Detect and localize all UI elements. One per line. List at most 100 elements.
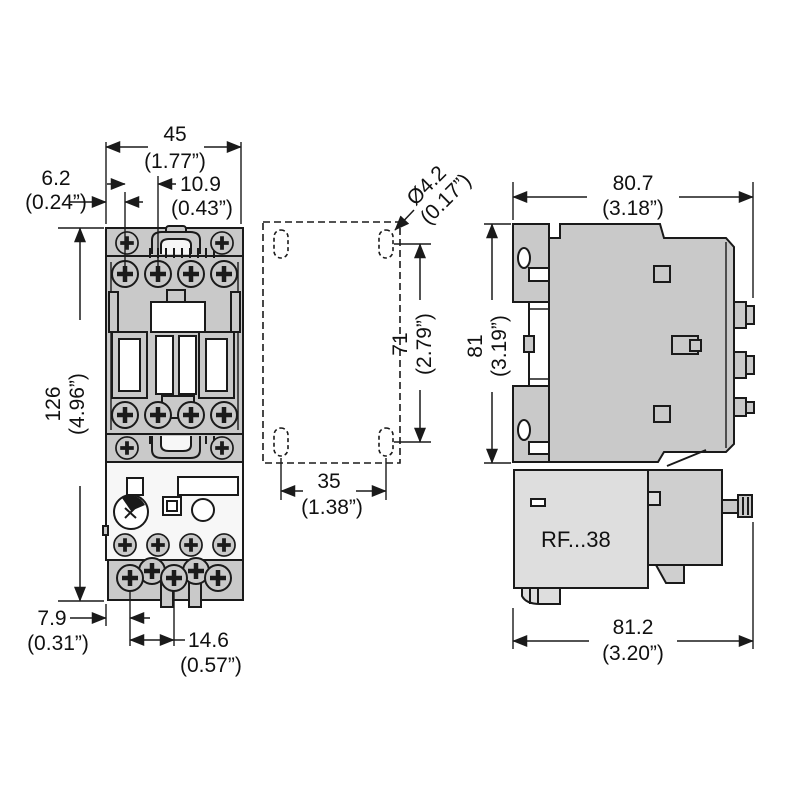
dim-bottom-pitch-inch: (0.57”)	[180, 654, 242, 677]
dim-top-width-807: 80.7 (3.18”)	[512, 172, 754, 298]
nub	[733, 301, 747, 329]
nub	[721, 499, 739, 514]
nub-tip	[745, 355, 755, 375]
phillips-screw-icon	[209, 230, 235, 256]
dim-hole-diameter-42: Ø4.2 (0.17”)	[394, 162, 476, 231]
dim-horizontal-pitch-inch: (1.38”)	[301, 496, 363, 519]
dim-bottom-width-inch: (3.20”)	[602, 642, 664, 665]
dim-terminal-pitch-inch: (0.43”)	[171, 197, 233, 220]
dim-bottom-width-mm: 81.2	[613, 616, 654, 639]
relay-right-nub	[721, 494, 753, 518]
test-button-inner	[166, 500, 178, 512]
phillips-screw-icon	[178, 532, 204, 558]
phillips-screw-icon	[112, 532, 138, 558]
mounting-pattern: Ø4.2 (0.17”) 71 (2.79”) 35 (1.38”)	[262, 162, 476, 519]
dim-total-height-inch: (4.96”)	[66, 373, 89, 435]
mounting-slot	[273, 427, 289, 457]
dial-cross	[124, 506, 137, 519]
dim-top-width-mm: 80.7	[613, 172, 654, 195]
dim-left-offset-62: 6.2 (0.24”)	[25, 167, 143, 274]
phillips-screw-icon	[114, 230, 140, 256]
dim-total-height-126: 126 (4.96”)	[42, 227, 104, 602]
dim-height-81: 81 (3.19”)	[464, 223, 511, 464]
nub-tip	[745, 305, 755, 325]
dial-pointer	[122, 495, 145, 511]
dim-left-offset-inch: (0.24”)	[25, 191, 87, 214]
nub-tip	[737, 494, 753, 518]
terminal-tab	[188, 581, 202, 608]
pole-window-inner	[205, 338, 228, 392]
nub	[733, 397, 747, 417]
flange-lower-hole	[517, 419, 531, 441]
dim-terminal-pitch-mm: 10.9	[180, 173, 221, 196]
dim-total-height-mm: 126	[42, 386, 65, 421]
relay-small-window	[126, 477, 144, 496]
side-detail-square	[653, 265, 671, 283]
mounting-slot	[378, 427, 394, 457]
relay-side-right-block	[647, 469, 723, 566]
phillips-screw-icon	[205, 565, 231, 591]
front-view: 45 (1.77”) 6.2 (0.24”) 10.9 (0.43”) 126 …	[25, 123, 244, 677]
contactor-front	[105, 225, 244, 463]
phillips-screw-icon	[178, 261, 204, 287]
pole-window	[178, 335, 197, 395]
center-wide-block	[150, 301, 206, 333]
side-detail-square	[689, 339, 702, 352]
phillips-screw-icon	[145, 402, 171, 428]
relay-left-foot	[521, 587, 561, 605]
flange-upper-hole	[517, 247, 531, 269]
overload-relay-front	[102, 461, 244, 608]
contactor-side-body	[548, 223, 735, 463]
dim-bottom-pitch-mm: 14.6	[188, 629, 229, 652]
reset-button[interactable]	[191, 498, 215, 522]
phillips-screw-icon	[211, 402, 237, 428]
flange-lower-slot	[528, 441, 550, 455]
dim-bottom-left-offset-mm: 7.9	[37, 607, 66, 630]
phillips-screw-icon	[211, 261, 237, 287]
side-diagonal	[666, 449, 707, 467]
dim-width-inch: (1.77”)	[144, 150, 206, 173]
dim-vertical-pitch-71: 71 (2.79”)	[389, 243, 436, 443]
phillips-screw-icon	[161, 565, 187, 591]
phillips-screw-icon	[114, 435, 140, 461]
contactor-side	[512, 223, 755, 467]
dim-bottom-pitch-146: 14.6 (0.57”)	[129, 592, 242, 677]
dim-terminal-pitch-109: 10.9 (0.43”)	[107, 173, 233, 274]
pole-window	[155, 335, 174, 395]
side-detail-square	[653, 405, 671, 423]
dim-bottom-left-offset-79: 7.9 (0.31”)	[27, 592, 150, 655]
relay-model-label: RF...38	[541, 527, 611, 552]
mounting-slot	[378, 229, 394, 259]
bottom-clip-inner	[160, 436, 192, 452]
phillips-screw-icon	[112, 402, 138, 428]
adjustment-dial-icon[interactable]	[113, 494, 149, 530]
phillips-screw-icon	[209, 435, 235, 461]
dim-bottom-left-offset-inch: (0.31”)	[27, 632, 89, 655]
left-tab	[108, 291, 119, 333]
top-clip-inner	[160, 238, 192, 254]
dim-height-mm: 81	[464, 334, 487, 357]
phillips-screw-icon	[117, 565, 143, 591]
relay-side-notch	[102, 525, 109, 536]
nub-tip	[745, 401, 755, 414]
mounting-outline	[262, 221, 401, 464]
nub	[733, 351, 747, 379]
relay-side-main	[513, 469, 649, 589]
phillips-screw-icon	[211, 532, 237, 558]
relay-divider-step	[647, 491, 661, 506]
relay-indicator-slot	[530, 498, 546, 507]
dim-height-inch: (3.19”)	[488, 315, 511, 377]
dim-left-offset-mm: 6.2	[41, 167, 70, 190]
coil-terminal-nubs	[733, 301, 755, 417]
dim-horizontal-pitch-mm: 35	[317, 470, 340, 493]
relay-right-foot	[654, 564, 685, 584]
dim-width-mm: 45	[163, 123, 186, 146]
phillips-screw-icon	[145, 532, 171, 558]
side-view: RF...38 80.7 (3.18”) 81 (3.19”) 81.2 (3.…	[464, 172, 755, 665]
pole-window-inner	[118, 338, 141, 392]
relay-foot-lines	[529, 588, 539, 604]
dim-width-45: 45 (1.77”)	[105, 123, 242, 224]
dim-top-width-inch: (3.18”)	[602, 197, 664, 220]
